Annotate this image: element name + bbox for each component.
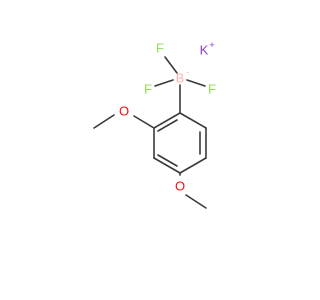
ring-double-bond-inner-1 bbox=[157, 119, 178, 132]
fluorine-atom-left: F bbox=[144, 82, 152, 97]
boron-charge: - bbox=[187, 67, 190, 77]
ring-bond-c4-c5 bbox=[179, 157, 207, 174]
fluorine-atom-right: F bbox=[208, 82, 216, 97]
bond-boron-f3 bbox=[186, 79, 206, 87]
bond-o2-methyl bbox=[185, 194, 207, 209]
ring-bond-c1-c2 bbox=[153, 112, 181, 129]
oxygen-atom-lower: O bbox=[175, 179, 185, 194]
bond-c2-o1 bbox=[133, 115, 155, 129]
ring-bond-c6-c1 bbox=[179, 112, 207, 129]
benzene-ring bbox=[153, 112, 207, 174]
ring-double-bond-inner-2 bbox=[157, 154, 178, 167]
bond-boron-f1 bbox=[164, 56, 178, 74]
ring-bond-c3-c4 bbox=[153, 157, 181, 174]
potassium-charge: + bbox=[209, 40, 214, 50]
oxygen-atom-upper: O bbox=[119, 104, 129, 119]
bond-o1-methyl bbox=[93, 114, 115, 129]
molecule-structure: K + B - F F F O O bbox=[93, 40, 216, 209]
fluorine-atom-top: F bbox=[156, 41, 164, 56]
potassium-atom: K bbox=[200, 43, 209, 58]
bond-boron-f2 bbox=[154, 79, 174, 87]
boron-atom: B bbox=[176, 71, 185, 86]
